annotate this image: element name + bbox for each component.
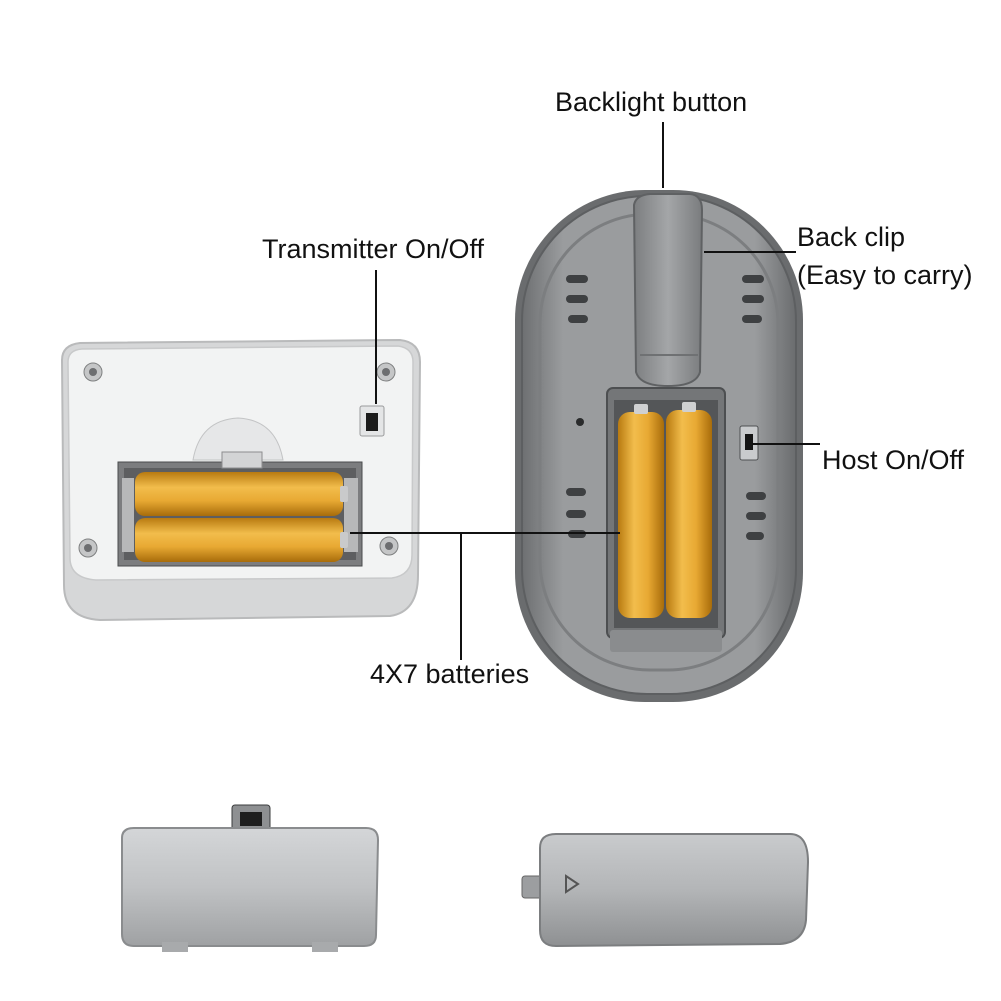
back-clip-note: (Easy to carry) xyxy=(797,260,973,290)
host-switch xyxy=(739,425,759,461)
arrow-icon xyxy=(565,874,580,894)
batteries-label: 4X7 batteries xyxy=(370,659,530,689)
host-switch-label: Host On/Off xyxy=(822,445,965,475)
transmitter-unit xyxy=(60,338,422,622)
battery-aaa xyxy=(135,472,348,516)
callout-lines xyxy=(350,122,820,660)
battery-aaa xyxy=(135,518,348,562)
battery-aaa xyxy=(666,402,712,618)
battery-cover-transmitter xyxy=(121,804,380,952)
transmitter-switch xyxy=(359,405,385,437)
host-unit xyxy=(515,190,803,702)
back-clip xyxy=(632,193,704,388)
back-clip-label: Back clip xyxy=(797,222,906,252)
battery-cover-host xyxy=(521,833,810,948)
battery-aaa xyxy=(618,404,664,618)
transmitter-switch-label: Transmitter On/Off xyxy=(262,234,485,264)
screw-icon xyxy=(78,362,399,558)
backlight-button-label: Backlight button xyxy=(555,87,748,117)
